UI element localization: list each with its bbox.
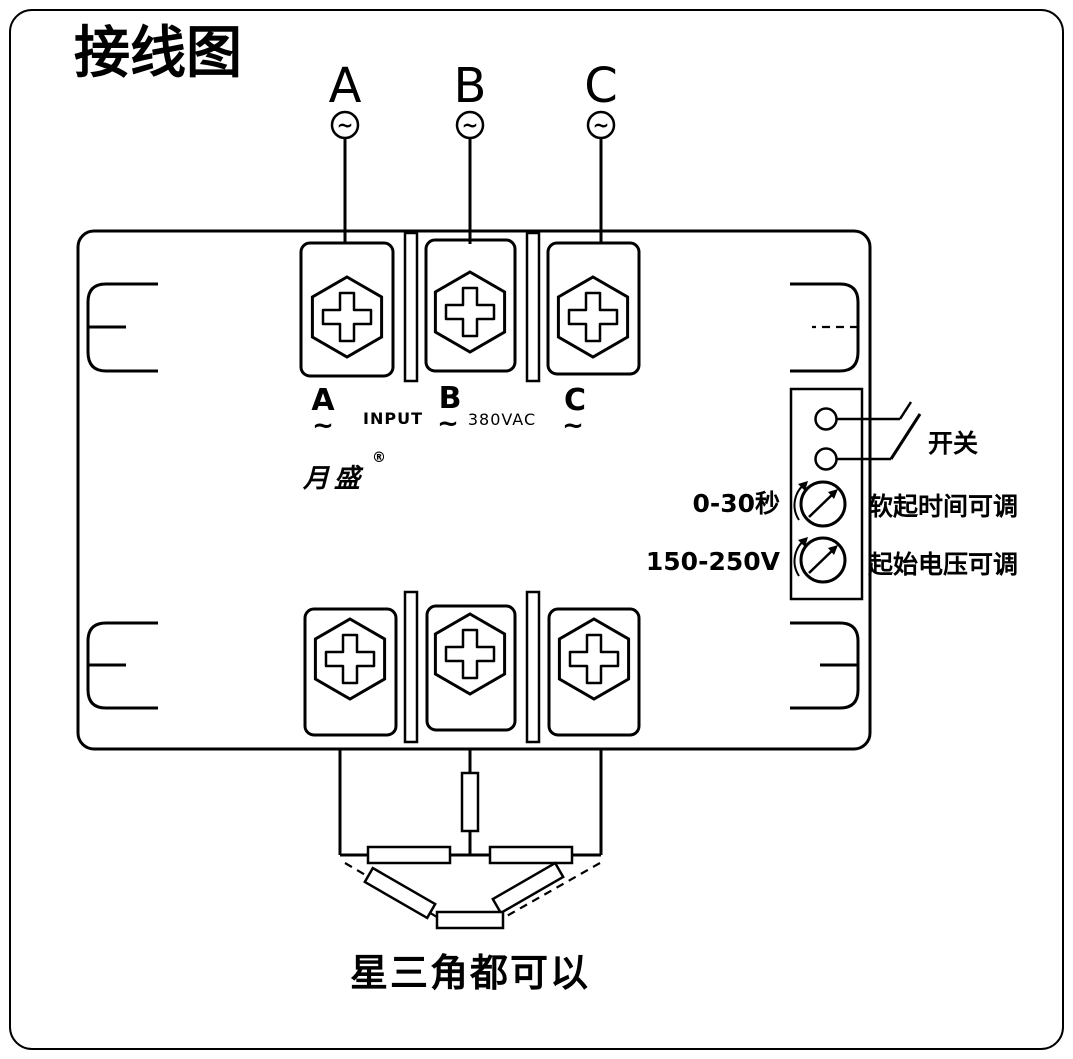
voltage-label: 380VAC bbox=[468, 410, 536, 429]
page-border bbox=[9, 9, 1064, 1050]
mount-ear-top-right bbox=[790, 282, 860, 373]
input-label: INPUT bbox=[363, 409, 423, 428]
page-title: 接线图 bbox=[74, 21, 242, 86]
terminal-block-top-b bbox=[424, 238, 517, 373]
device-body bbox=[76, 229, 872, 751]
ac-source-a-icon: ~ bbox=[330, 110, 360, 140]
switch-contact-tick bbox=[898, 401, 913, 420]
phase-b-label: B bbox=[454, 58, 487, 114]
svg-text:~: ~ bbox=[593, 113, 610, 137]
delta-side-right bbox=[504, 862, 601, 918]
phase-c-label: C bbox=[584, 58, 618, 114]
screw-bottom-c-icon bbox=[557, 617, 631, 701]
terminal-b-label: B bbox=[439, 381, 462, 416]
svg-text:~: ~ bbox=[462, 113, 479, 137]
terminal-block-top-c bbox=[546, 241, 641, 376]
pot-start-voltage-icon bbox=[793, 536, 847, 584]
terminal-a-tilde: ~ bbox=[312, 411, 334, 441]
terminal-block-bottom-c bbox=[547, 607, 641, 737]
brand-name: 月盛 bbox=[302, 464, 365, 494]
switch-terminal-bottom bbox=[814, 447, 838, 471]
terminal-c-label: C bbox=[564, 383, 586, 418]
screw-top-a-icon bbox=[310, 275, 384, 359]
delta-resistor-left bbox=[363, 866, 437, 920]
start-voltage-desc-label: 起始电压可调 bbox=[868, 550, 1018, 579]
ac-source-b-icon: ~ bbox=[455, 110, 485, 140]
terminal-block-top-a bbox=[299, 241, 395, 378]
star-resistor-center bbox=[460, 771, 480, 833]
screw-top-b-icon bbox=[433, 270, 507, 354]
mount-ear-top-left bbox=[86, 282, 158, 373]
divider-top-left bbox=[403, 231, 419, 383]
terminal-a-label: A bbox=[311, 383, 335, 418]
switch-blade-icon bbox=[889, 413, 922, 460]
screw-bottom-a-icon bbox=[313, 617, 387, 701]
start-voltage-range-label: 150-250V bbox=[646, 547, 781, 576]
pot-soft-start-icon bbox=[793, 480, 847, 528]
switch-label: 开关 bbox=[928, 429, 978, 458]
delta-load-network bbox=[344, 861, 601, 930]
ac-source-c-icon: ~ bbox=[586, 110, 616, 140]
terminal-b-tilde: ~ bbox=[437, 409, 459, 439]
mount-ear-bottom-right bbox=[790, 621, 860, 710]
control-panel bbox=[789, 387, 864, 601]
soft-start-range-label: 0-30秒 bbox=[692, 489, 780, 518]
divider-bottom-right bbox=[525, 590, 541, 744]
screw-bottom-b-icon bbox=[433, 612, 507, 696]
phase-a-label: A bbox=[329, 58, 362, 114]
divider-bottom-left bbox=[403, 590, 419, 744]
star-load-network bbox=[338, 749, 603, 865]
terminal-block-bottom-b bbox=[425, 604, 517, 732]
svg-text:~: ~ bbox=[337, 113, 354, 137]
note-label: 星三角都可以 bbox=[350, 951, 590, 995]
control-switch bbox=[814, 401, 922, 471]
terminal-c-tilde: ~ bbox=[562, 411, 584, 441]
divider-top-right bbox=[525, 231, 541, 383]
delta-resistor-bottom bbox=[435, 910, 505, 930]
brand-registered-icon: ® bbox=[372, 450, 386, 466]
switch-terminal-top bbox=[814, 407, 838, 431]
brand-mark: 月盛 ® bbox=[302, 450, 386, 494]
delta-resistor-right bbox=[491, 861, 565, 915]
star-resistor-left bbox=[366, 845, 452, 865]
screw-top-c-icon bbox=[556, 275, 630, 359]
soft-start-desc-label: 软起时间可调 bbox=[868, 492, 1018, 521]
star-resistor-right bbox=[488, 845, 574, 865]
mount-ear-bottom-left bbox=[86, 621, 158, 710]
terminal-block-bottom-a bbox=[303, 607, 398, 737]
